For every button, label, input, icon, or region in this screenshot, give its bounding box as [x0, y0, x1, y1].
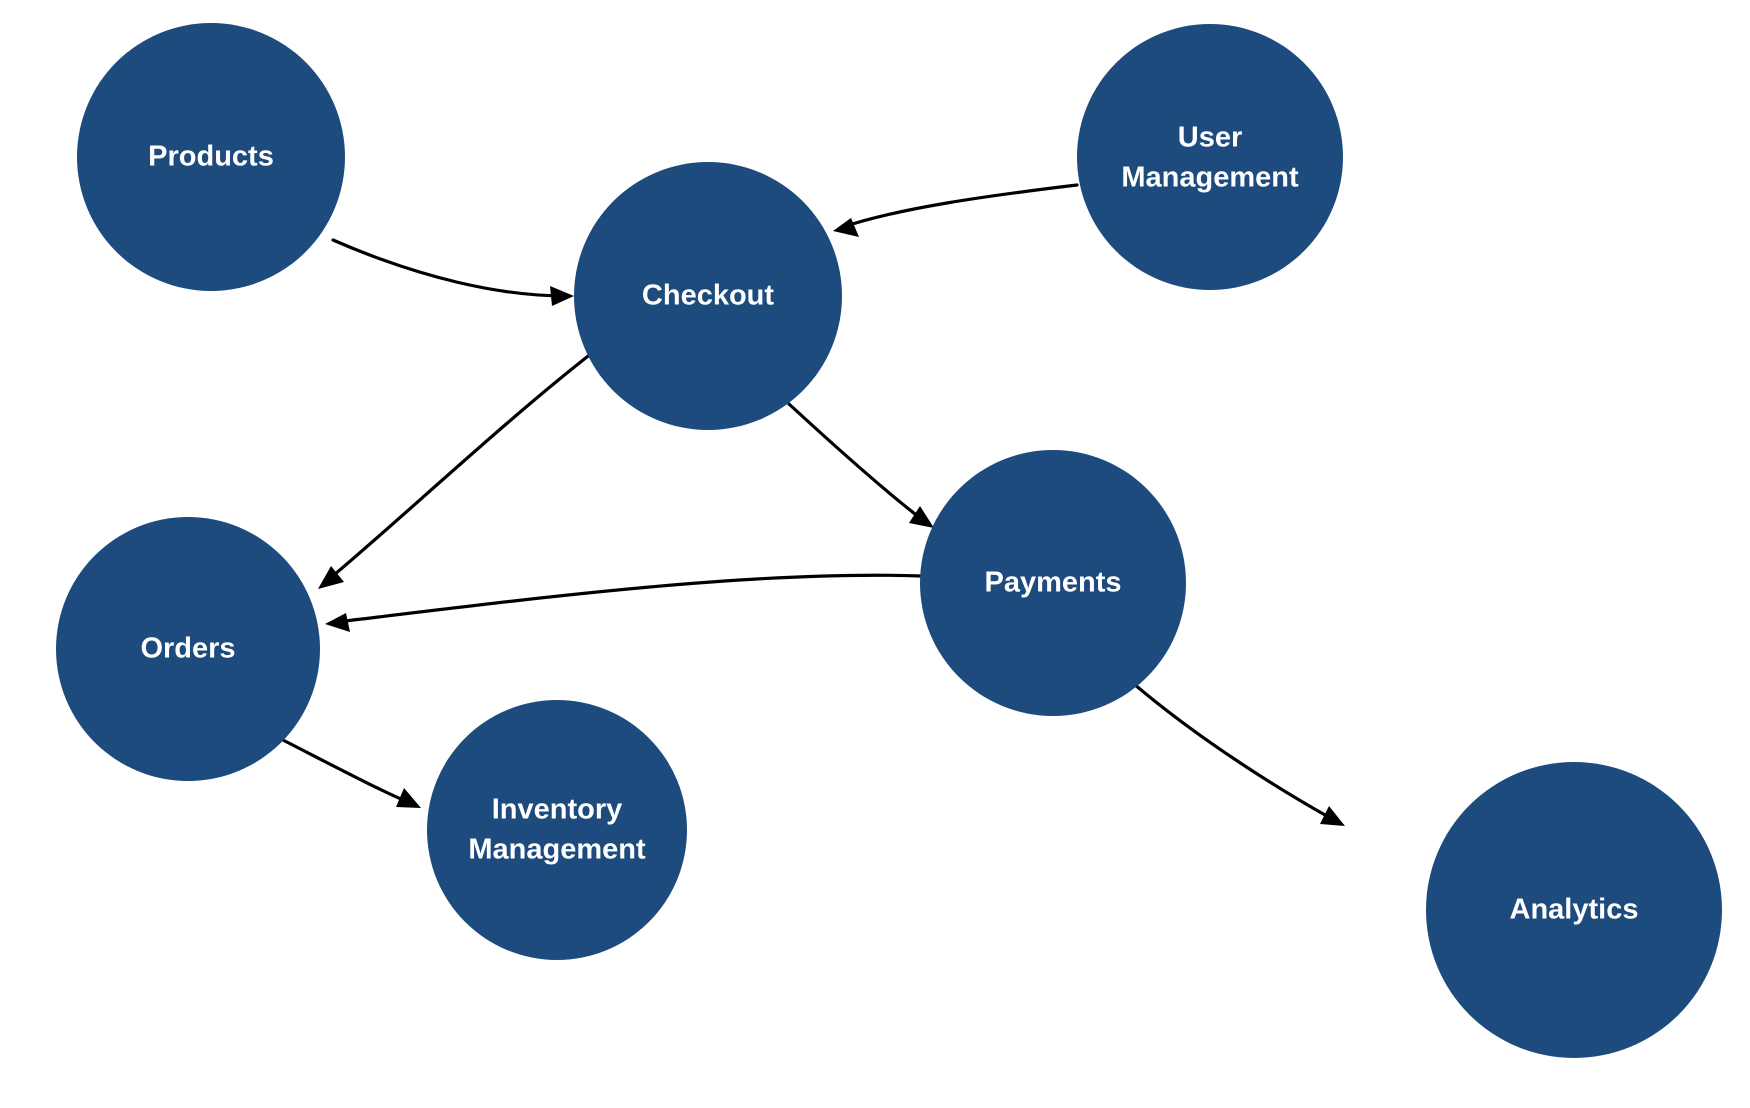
- arrowhead-icon: [833, 218, 859, 237]
- edge-line: [326, 351, 594, 582]
- edge-payments-to-orders[interactable]: [325, 573, 923, 632]
- node-checkout[interactable]: Checkout: [574, 162, 842, 430]
- arrowhead-icon: [909, 506, 934, 528]
- edge-line: [331, 238, 568, 298]
- arrowhead-icon: [396, 788, 421, 808]
- edge-line: [277, 736, 412, 805]
- edge-line: [787, 402, 926, 523]
- edge-checkout-to-payments[interactable]: [787, 402, 934, 528]
- edge-payments-to-analytics[interactable]: [1132, 682, 1345, 826]
- edge-checkout-to-orders[interactable]: [318, 351, 594, 589]
- node-inventory-management[interactable]: Inventory Management: [427, 700, 687, 960]
- node-shape: [920, 450, 1186, 716]
- node-user-management[interactable]: User Management: [1077, 24, 1343, 290]
- node-shape: [1077, 24, 1343, 290]
- arrowhead-icon: [325, 613, 350, 632]
- node-shape: [77, 23, 345, 291]
- edge-line: [1132, 682, 1336, 822]
- node-shape: [574, 162, 842, 430]
- node-products[interactable]: Products: [77, 23, 345, 291]
- node-shape: [427, 700, 687, 960]
- node-shape: [56, 517, 320, 781]
- edge-products-to-checkout[interactable]: [331, 238, 574, 306]
- node-layer: Products User Management Checkout Orders: [56, 23, 1722, 1058]
- node-payments[interactable]: Payments: [920, 450, 1186, 716]
- arrowhead-icon: [550, 286, 574, 306]
- arrowhead-icon: [1320, 806, 1345, 826]
- node-orders[interactable]: Orders: [56, 517, 320, 781]
- arrowhead-icon: [318, 566, 344, 589]
- edge-line: [841, 183, 1079, 229]
- node-analytics[interactable]: Analytics: [1426, 762, 1722, 1058]
- edge-layer: [277, 183, 1345, 826]
- node-shape: [1426, 762, 1722, 1058]
- edge-line: [335, 573, 923, 624]
- edge-user-management-to-checkout[interactable]: [833, 183, 1079, 237]
- edge-orders-to-inventory-management[interactable]: [277, 736, 421, 808]
